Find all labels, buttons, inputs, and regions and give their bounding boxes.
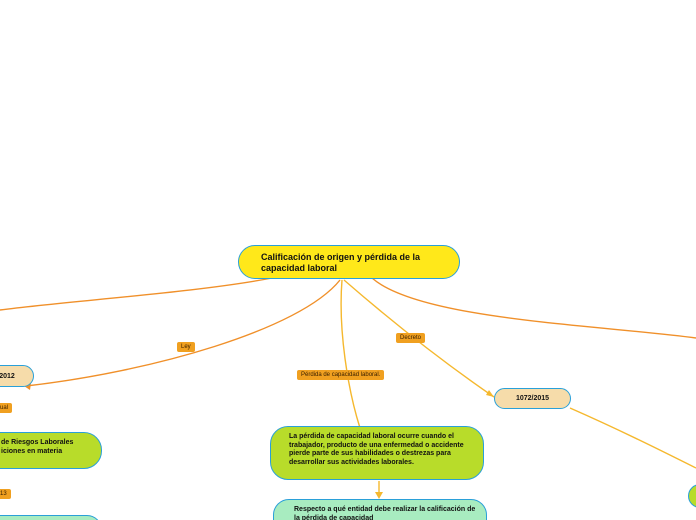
left-bottom-node[interactable] — [0, 515, 102, 520]
arrow-head-definition — [375, 492, 383, 499]
law-year-node[interactable]: 2012 — [0, 365, 34, 387]
decree-node[interactable]: 1072/2015 — [494, 388, 571, 409]
link-root-right — [371, 277, 696, 339]
link-root-ley — [25, 279, 341, 387]
left-risk-node[interactable]: de Riesgos Laborales iciones en materia — [0, 432, 102, 469]
link-label-left-partial-2[interactable]: 13 — [0, 489, 11, 499]
arrow-head-decree — [486, 390, 494, 397]
link-label-left-partial-1[interactable]: ual — [0, 403, 13, 413]
entity-question-node[interactable]: Respecto a qué entidad debe realizar la … — [273, 499, 487, 520]
link-root-left — [0, 277, 273, 311]
link-decree-right — [569, 407, 696, 469]
link-label-decreto[interactable]: Decreto — [396, 333, 426, 343]
definition-node[interactable]: La pérdida de capacidad laboral ocurre c… — [270, 426, 484, 480]
link-root-definition — [340, 279, 361, 429]
root-topic-title: Calificación de origen y pérdida de la c… — [261, 252, 421, 273]
link-label-perdida[interactable]: Pérdida de capacidad laboral. — [297, 370, 385, 380]
link-label-ley[interactable]: Ley — [177, 342, 195, 352]
root-topic[interactable]: Calificación de origen y pérdida de la c… — [238, 245, 460, 279]
